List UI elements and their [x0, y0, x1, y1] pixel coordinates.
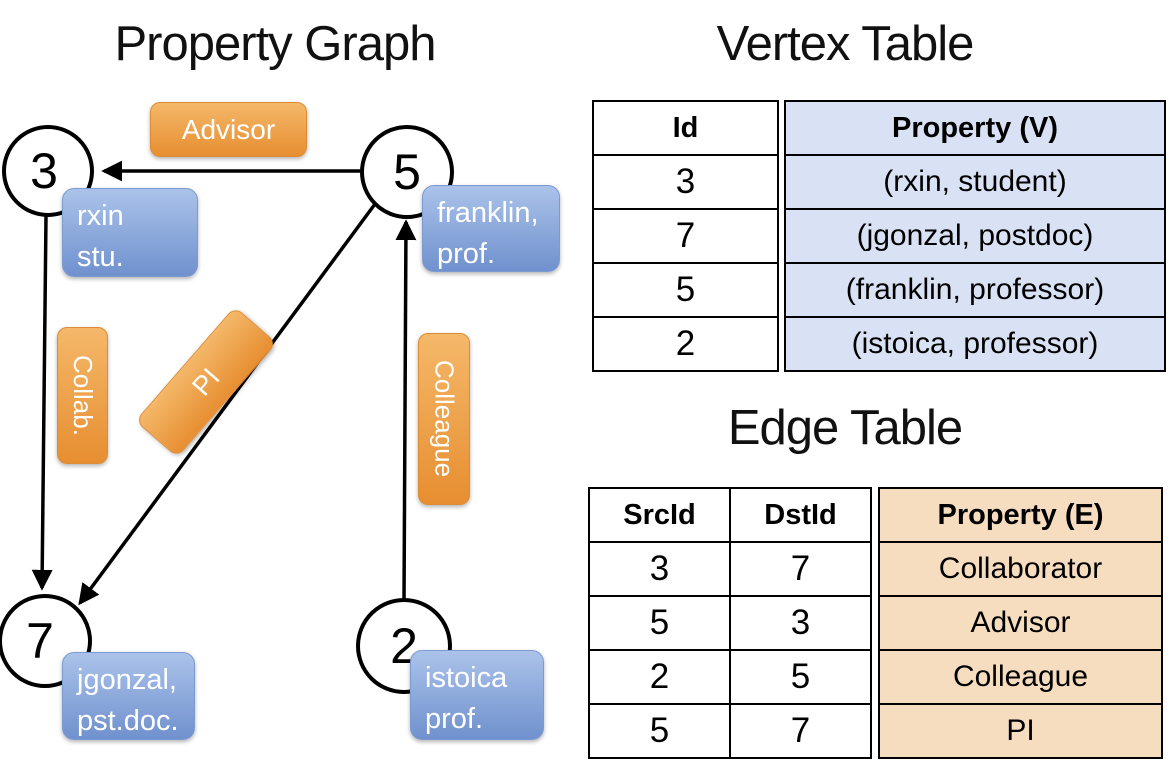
edge-dst-header: DstId [729, 487, 872, 543]
vertex-prop-box-3: rxin stu. [62, 188, 198, 277]
vertex-prop-5-line2: prof. [437, 238, 496, 271]
edge-row-dst: 3 [729, 595, 872, 651]
edge-label-collab: Collab. [57, 327, 108, 464]
vertex-id-7: 7 [26, 613, 54, 669]
table-row: Advisor [878, 595, 1163, 651]
vertex-prop-2-line1: istoica [425, 662, 508, 694]
edge-row-src: 2 [588, 649, 731, 705]
vertex-table-title: Vertex Table [716, 17, 975, 71]
edge-label-colleague: Colleague [418, 333, 470, 505]
edge-table: SrcId DstId 3 7 5 3 2 5 5 7 Property (E)… [588, 487, 1163, 759]
vertex-row-property: (rxin, student) [784, 154, 1166, 210]
vertex-prop-3-line2: stu. [77, 241, 124, 274]
table-row: 7 [592, 208, 779, 264]
table-row: 2 5 [588, 649, 872, 705]
table-row: 2 [592, 316, 779, 372]
vertex-id-header: Id [592, 100, 779, 156]
vertex-row-id: 2 [592, 316, 779, 372]
edge-table-id-columns: SrcId DstId 3 7 5 3 2 5 5 7 [588, 487, 872, 759]
table-row: (franklin, professor) [784, 262, 1166, 318]
vertex-row-property: (jgonzal, postdoc) [784, 208, 1166, 264]
vertex-row-property: (istoica, professor) [784, 316, 1166, 372]
table-row: (jgonzal, postdoc) [784, 208, 1166, 264]
table-row: (rxin, student) [784, 154, 1166, 210]
edge-row-property: Collaborator [878, 541, 1163, 597]
edge-row-dst: 7 [729, 541, 872, 597]
vertex-table-property-column: Property (V) (rxin, student) (jgonzal, p… [784, 100, 1166, 372]
edge-row-property: PI [878, 703, 1163, 759]
vertex-prop-3-line1: rxin [77, 200, 124, 232]
edge-row-src: 5 [588, 595, 731, 651]
table-row: Collaborator [878, 541, 1163, 597]
vertex-id-5: 5 [393, 144, 421, 200]
table-row: 5 [592, 262, 779, 318]
table-row: 3 [592, 154, 779, 210]
edge-table-title: Edge Table [727, 401, 963, 455]
edge-row-src: 3 [588, 541, 731, 597]
vertex-table: Id 3 7 5 2 Property (V) (rxin, student) … [592, 100, 1166, 372]
table-row: Property (E) [878, 487, 1163, 543]
edge-row-property: Colleague [878, 649, 1163, 705]
table-row: SrcId DstId [588, 487, 872, 543]
vertex-prop-box-7: jgonzal, pst.doc. [62, 652, 195, 740]
edge-table-property-column: Property (E) Collaborator Advisor Collea… [878, 487, 1163, 759]
table-row: 3 7 [588, 541, 872, 597]
edge-row-dst: 5 [729, 649, 872, 705]
table-row: PI [878, 703, 1163, 759]
vertex-prop-box-5: franklin, prof. [422, 185, 560, 272]
edge-row-property: Advisor [878, 595, 1163, 651]
vertex-id-3: 3 [30, 143, 58, 199]
vertex-row-id: 3 [592, 154, 779, 210]
edge-label-advisor: Advisor [150, 102, 307, 157]
vertex-prop-7-line2: pst.doc. [77, 705, 179, 738]
table-row: Id [592, 100, 779, 156]
edge-pi-arrow [78, 202, 377, 606]
edge-collab-arrow [31, 215, 53, 591]
property-graph-title: Property Graph [114, 17, 437, 71]
vertex-property-header: Property (V) [784, 100, 1166, 156]
table-row: 5 7 [588, 703, 872, 759]
edge-property-header: Property (E) [878, 487, 1163, 543]
vertex-prop-5-line1: franklin, [437, 197, 539, 229]
table-row: 5 3 [588, 595, 872, 651]
vertex-prop-box-2: istoica prof. [410, 650, 544, 740]
vertex-row-id: 7 [592, 208, 779, 264]
vertex-row-id: 5 [592, 262, 779, 318]
edge-row-src: 5 [588, 703, 731, 759]
table-row: (istoica, professor) [784, 316, 1166, 372]
vertex-row-property: (franklin, professor) [784, 262, 1166, 318]
vertex-table-id-column: Id 3 7 5 2 [592, 100, 779, 372]
edge-src-header: SrcId [588, 487, 731, 543]
table-row: Property (V) [784, 100, 1166, 156]
vertex-prop-7-line1: jgonzal, [77, 664, 177, 696]
vertex-prop-2-line2: prof. [425, 703, 484, 736]
edge-colleague-arrow [395, 219, 417, 602]
table-row: Colleague [878, 649, 1163, 705]
edge-row-dst: 7 [729, 703, 872, 759]
